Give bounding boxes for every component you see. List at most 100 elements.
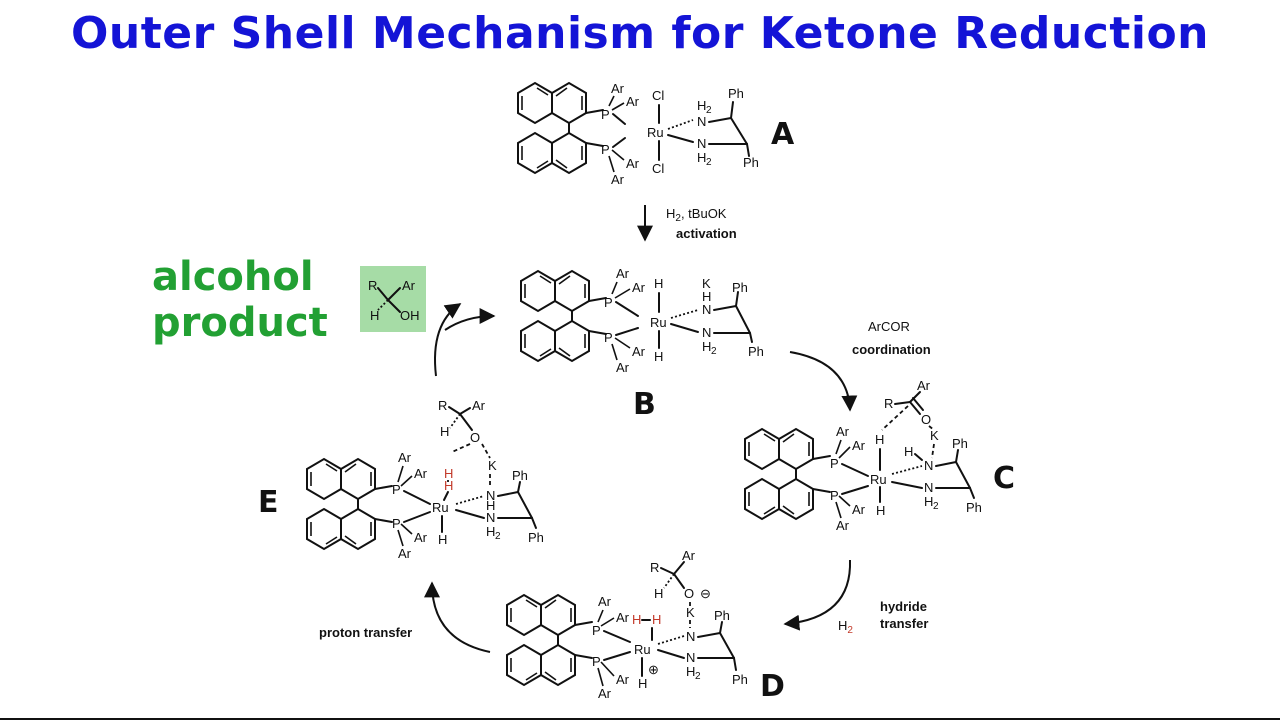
complex-a: P P Ar Ar Ar Ar Ru Cl Cl N N H 2 H 2 Ph …	[517, 81, 759, 187]
phenyl-group: Ph	[743, 155, 759, 170]
oxygen-atom: O	[684, 586, 694, 601]
positive-charge: ⊕	[648, 662, 659, 677]
aryl-group: Ar	[836, 424, 850, 439]
aryl-group: Ar	[616, 266, 630, 281]
hydrogen-atom: H	[697, 150, 706, 165]
nitrogen-atom: N	[924, 458, 933, 473]
complex-label-a: A	[771, 117, 795, 152]
nitrogen-atom: N	[697, 136, 706, 151]
phenyl-group: Ph	[732, 672, 748, 687]
subscript-2: 2	[706, 157, 712, 168]
complex-label-e: E	[258, 485, 279, 520]
nitrogen-atom: N	[702, 302, 711, 317]
nitrogen-atom: N	[686, 650, 695, 665]
r-group: R	[884, 396, 893, 411]
aryl-group: Ar	[598, 594, 612, 609]
proton-transfer-arrow	[424, 581, 491, 653]
hydride-atom: H	[438, 532, 447, 547]
r-group: R	[368, 278, 377, 293]
hydride-atom: H	[654, 276, 663, 291]
hydrogen-atom: H	[486, 524, 495, 539]
chlorine-atom: Cl	[652, 88, 664, 103]
nitrogen-atom: N	[486, 510, 495, 525]
hydrogen-atom: H	[486, 498, 495, 513]
hydrogen-atom: H	[440, 424, 449, 439]
transferred-h-atom: H	[444, 478, 453, 493]
subscript-2: 2	[711, 346, 717, 357]
phenyl-group: Ph	[728, 86, 744, 101]
potassium-atom: K	[686, 605, 695, 620]
aryl-group: Ar	[852, 438, 866, 453]
ruthenium-atom: Ru	[634, 642, 651, 657]
hydrogen-atom: H	[370, 308, 379, 323]
aryl-group: Ar	[616, 360, 630, 375]
subscript-2: 2	[933, 501, 939, 512]
transferred-h-atom: H	[444, 466, 453, 481]
dihydrogen-h-atom: H	[652, 612, 661, 627]
hydride-atom: H	[875, 432, 884, 447]
nitrogen-atom: N	[702, 325, 711, 340]
subscript-2: 2	[495, 531, 501, 542]
phenyl-group: Ph	[512, 468, 528, 483]
aryl-group: Ar	[917, 378, 931, 393]
phosphorus-atom: P	[592, 654, 601, 669]
hydride-atom: H	[876, 503, 885, 518]
complex-label-c: C	[993, 461, 1015, 496]
hydride-atom: H	[654, 349, 663, 364]
r-group: R	[650, 560, 659, 575]
aryl-group: Ar	[852, 502, 866, 517]
coordination-arrow	[789, 351, 858, 412]
complex-e: P P Ar Ar Ar Ar Ru H H H N N H K H 2 Ph …	[306, 398, 544, 561]
aryl-group: Ar	[682, 548, 696, 563]
aryl-group: Ar	[626, 94, 640, 109]
aryl-group: Ar	[414, 466, 428, 481]
ruthenium-atom: Ru	[870, 472, 887, 487]
aryl-group: Ar	[632, 344, 646, 359]
coordination-label: coordination	[852, 342, 931, 357]
complex-label-b: B	[633, 387, 656, 422]
nitrogen-atom: N	[924, 480, 933, 495]
alcohol-label: alcohol	[152, 254, 314, 300]
subscript-2: 2	[706, 105, 712, 116]
proton-transfer-label: proton transfer	[319, 625, 412, 640]
coordination-reagent: ArCOR	[868, 319, 910, 334]
phosphorus-atom: P	[604, 330, 613, 345]
nitrogen-atom: N	[486, 488, 495, 503]
phosphorus-atom: P	[392, 516, 401, 531]
complex-b: P P Ar Ar Ar Ar Ru H H N N K H H 2 Ph Ph	[520, 266, 764, 375]
potassium-atom: K	[702, 276, 711, 291]
nitrogen-atom: N	[697, 114, 706, 129]
hydrogen-atom: H	[654, 586, 663, 601]
aryl-group: Ar	[414, 530, 428, 545]
aryl-group: Ar	[611, 81, 625, 96]
complex-d: P P Ar Ar Ar Ar Ru H H H ⊕ N N K H 2 Ph …	[506, 548, 748, 701]
phenyl-group: Ph	[966, 500, 982, 515]
aryl-group: Ar	[611, 172, 625, 187]
product-structure-box	[360, 266, 426, 332]
complex-label-d: D	[760, 669, 785, 704]
h2-release: H2	[838, 618, 853, 636]
product-label: product	[152, 300, 328, 346]
aryl-group: Ar	[836, 518, 850, 533]
hydride-atom: H	[638, 676, 647, 691]
hydrogen-atom: H	[686, 664, 695, 679]
phenyl-group: Ph	[714, 608, 730, 623]
r-group: R	[438, 398, 447, 413]
complex-c: P P Ar Ar Ar Ar Ru H H N N H H 2 Ph Ph R…	[744, 378, 982, 533]
oxygen-atom: O	[921, 412, 931, 427]
aryl-group: Ar	[632, 280, 646, 295]
phosphorus-atom: P	[601, 142, 610, 157]
potassium-atom: K	[488, 458, 497, 473]
hydrogen-atom: H	[924, 494, 933, 509]
activation-label: activation	[676, 226, 737, 241]
hydrogen-atom: H	[702, 289, 711, 304]
hydrogen-atom: H	[904, 444, 913, 459]
negative-charge: ⊖	[700, 586, 711, 601]
aryl-group: Ar	[472, 398, 486, 413]
hydroxyl-group: OH	[400, 308, 420, 323]
potassium-atom: K	[930, 428, 939, 443]
phosphorus-atom: P	[592, 623, 601, 638]
phosphorus-atom: P	[601, 107, 610, 122]
oxygen-atom: O	[470, 430, 480, 445]
